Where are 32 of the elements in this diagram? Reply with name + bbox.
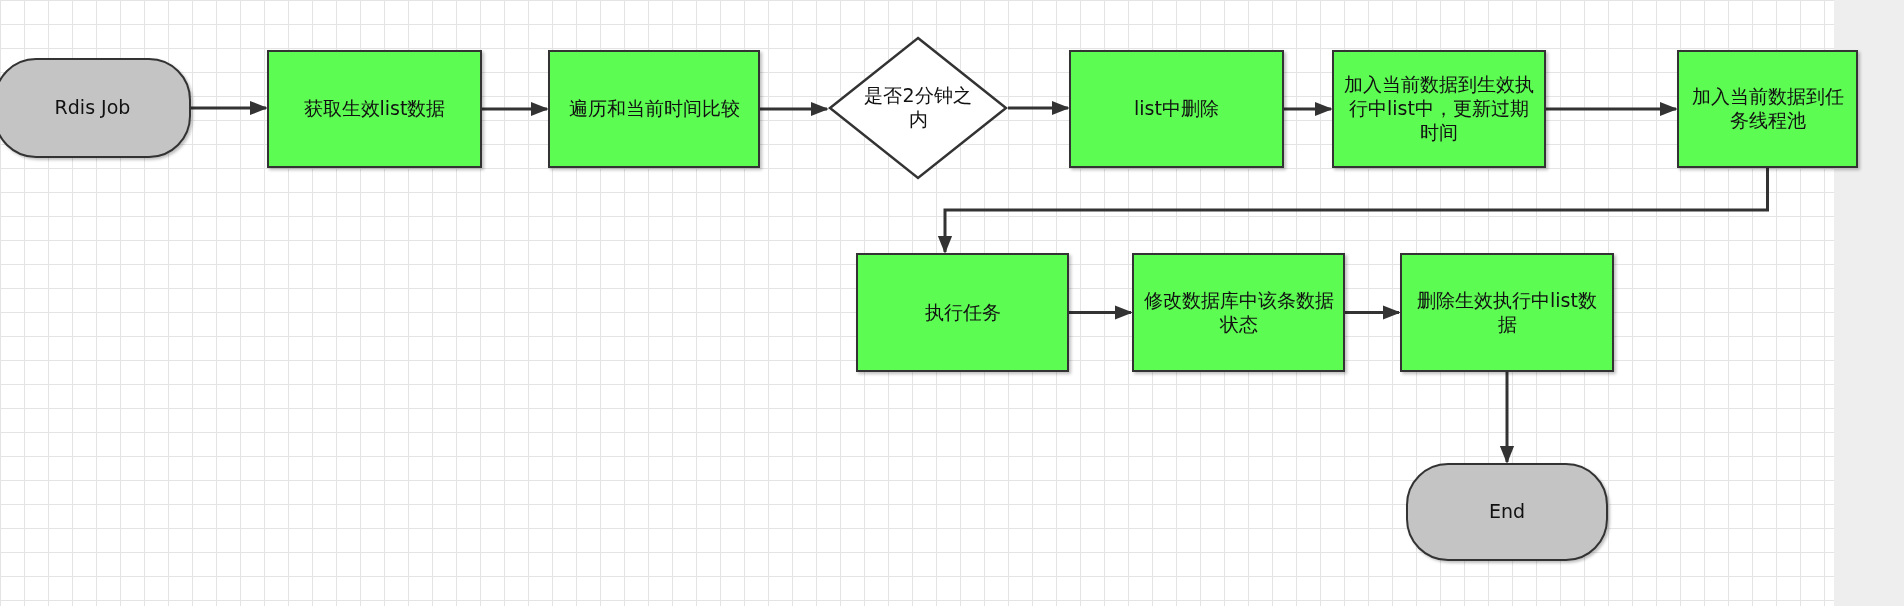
process-box [1132,253,1345,372]
arrow [1345,305,1401,320]
node-text: 加入当前数据到生效执行中list中，更新过期时间 [1343,73,1535,145]
process-box [267,50,482,168]
node-text: 获取生效list数据 [303,97,446,121]
arrow [191,100,268,116]
node-text: 执行任务 [924,300,1001,325]
node-text: list中删除 [1134,97,1219,121]
node-text: End [1488,500,1526,524]
node-text: Rdis Job [54,96,131,120]
arrow [482,101,549,117]
node-text: 加入当前数据到任务线程池 [1690,85,1845,133]
arrow [1008,100,1070,116]
decision-diamond [828,36,1008,180]
terminal-box [1406,463,1608,561]
arrow [760,101,829,117]
arrow [1546,101,1678,117]
node-text: 是否2分钟之内 [864,84,972,132]
process-box [1332,50,1546,168]
terminal-box [0,58,191,158]
node-text: 遍历和当前时间比较 [568,97,740,121]
arrow [1069,305,1133,320]
arrow [1499,372,1515,464]
node-text: 修改数据库中该条数据状态 [1142,288,1335,337]
process-box [1677,50,1858,168]
arrow [1284,101,1333,117]
process-box [1400,253,1614,372]
process-box [856,253,1069,372]
node-text: 删除生效执行中list数据 [1416,288,1598,337]
process-box [548,50,760,168]
process-box [1069,50,1284,168]
arrow [937,168,1769,254]
